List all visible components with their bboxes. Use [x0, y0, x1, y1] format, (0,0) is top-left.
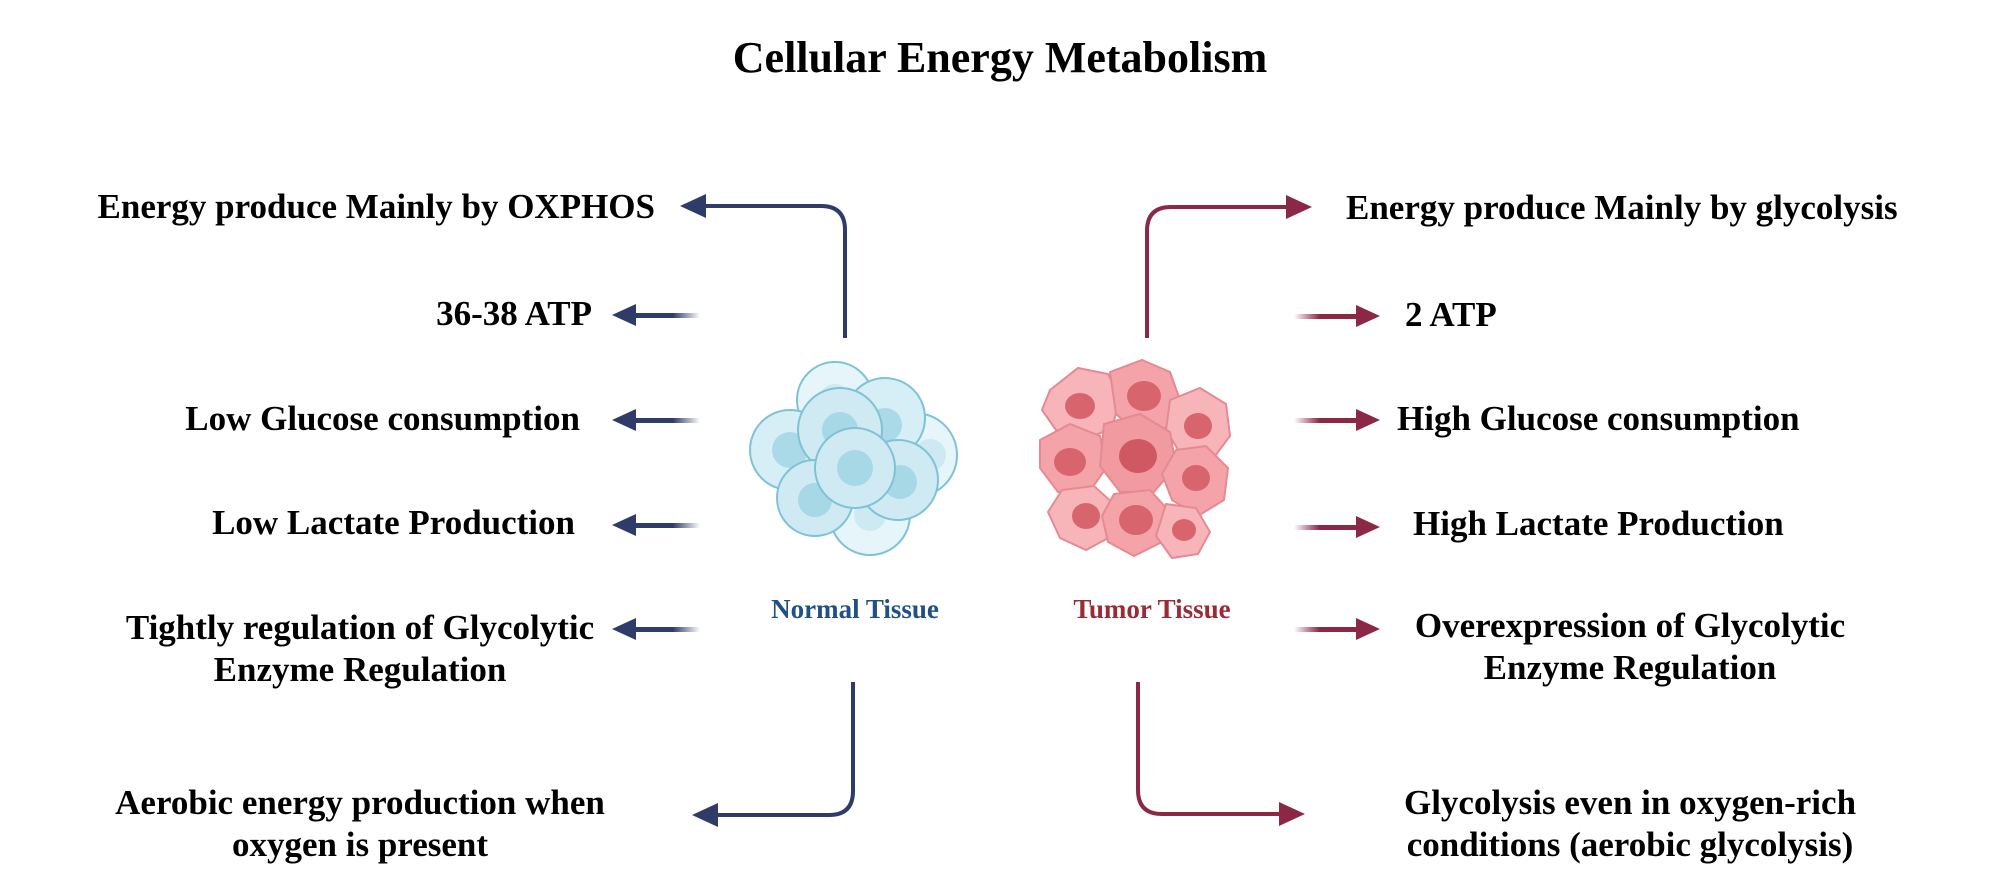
tumor-feature-glycolysis: Energy produce Mainly by glycolysis [1346, 188, 1898, 227]
normal-tissue-illustration [749, 361, 958, 556]
tumor-feature-enzyme-line1: Overexpression of Glycolytic [1414, 606, 1846, 645]
tumor-short-arrow [1294, 516, 1380, 538]
tumor-feature-aerobic-line2: conditions (aerobic glycolysis) [1406, 825, 1854, 864]
normal-feature-atp: 36-38 ATP [436, 294, 592, 333]
tumor-tissue-caption: Tumor Tissue [1073, 594, 1231, 624]
normal-elbow-arrow-top [702, 204, 847, 338]
normal-tissue-caption: Normal Tissue [771, 594, 939, 624]
tumor-arrows [1136, 195, 1380, 826]
tumor-feature-enzyme-line2: Enzyme Regulation [1483, 648, 1777, 687]
tumor-tissue-illustration [1039, 358, 1232, 560]
tumor-feature-glucose: High Glucose consumption [1397, 399, 1800, 438]
arrowhead-left [692, 803, 718, 827]
tumor-short-arrow [1294, 618, 1380, 640]
tumor-feature-atp: 2 ATP [1405, 295, 1497, 334]
normal-feature-enzyme-line1: Tightly regulation of Glycolytic [125, 608, 595, 647]
normal-feature-enzyme-line2: Enzyme Regulation [213, 650, 507, 689]
normal-feature-oxphos: Energy produce Mainly by OXPHOS [97, 187, 655, 226]
normal-short-arrow [612, 514, 700, 536]
tumor-feature-aerobic-glycolysis: Glycolysis even in oxygen-rich condition… [1370, 782, 1890, 866]
normal-feature-aerobic-line1: Aerobic energy production when [115, 783, 605, 822]
normal-elbow-arrow-bottom [716, 682, 855, 817]
tumor-elbow-arrow-bottom [1136, 682, 1283, 816]
tumor-feature-enzyme: Overexpression of Glycolytic Enzyme Regu… [1370, 605, 1890, 689]
normal-feature-lactate: Low Lactate Production [212, 503, 575, 542]
tumor-short-arrow [1294, 305, 1380, 327]
tumor-feature-aerobic-line1: Glycolysis even in oxygen-rich [1403, 783, 1857, 822]
normal-feature-aerobic-line2: oxygen is present [231, 825, 489, 864]
normal-feature-aerobic: Aerobic energy production when oxygen is… [100, 782, 620, 866]
arrowhead-right [1279, 802, 1305, 826]
tumor-feature-lactate: High Lactate Production [1413, 504, 1784, 543]
normal-feature-glucose: Low Glucose consumption [185, 399, 580, 438]
normal-short-arrow [612, 304, 700, 326]
normal-arrows [612, 194, 855, 827]
arrowhead-right [1286, 195, 1312, 219]
tumor-short-arrow [1294, 409, 1380, 431]
normal-short-arrow [612, 618, 700, 640]
normal-feature-enzyme: Tightly regulation of Glycolytic Enzyme … [100, 607, 620, 691]
tumor-elbow-arrow-top [1145, 205, 1290, 338]
page-title: Cellular Energy Metabolism [732, 33, 1268, 82]
arrowhead-left [680, 194, 706, 218]
normal-short-arrow [612, 409, 700, 431]
